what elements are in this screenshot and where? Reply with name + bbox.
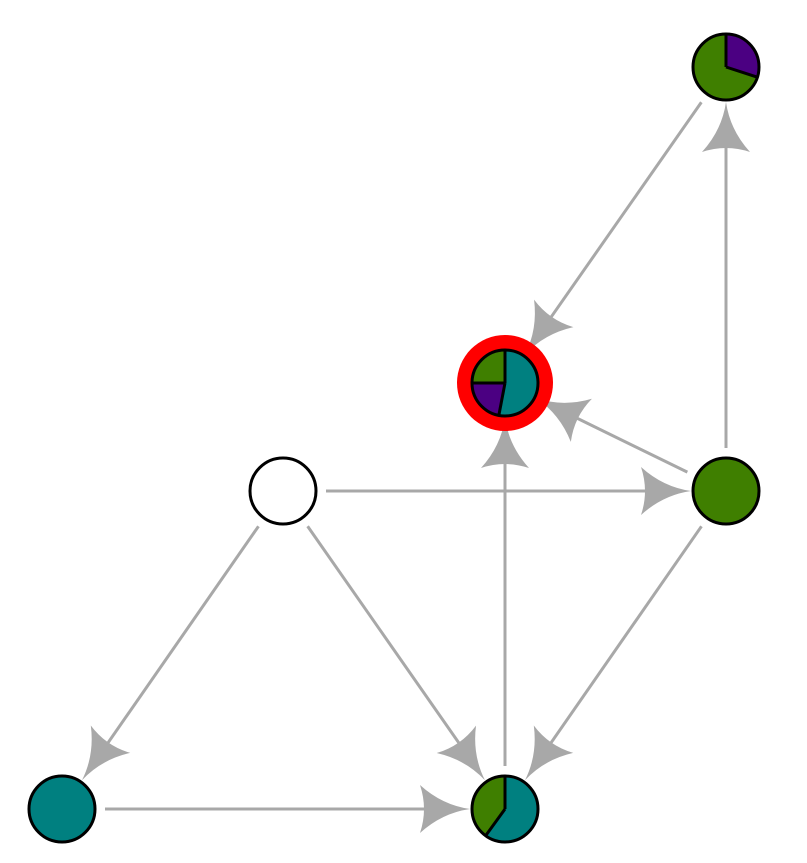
arrowhead bbox=[420, 785, 470, 833]
node-center[interactable] bbox=[457, 335, 553, 431]
arrowhead bbox=[641, 467, 691, 515]
edge-right-middle-to-bottom-center bbox=[524, 525, 703, 781]
arrowhead bbox=[702, 102, 750, 152]
edge-line bbox=[535, 101, 703, 339]
edge-bottom-center-to-center bbox=[481, 418, 529, 766]
node-outline bbox=[470, 774, 540, 844]
node-slice bbox=[27, 774, 97, 844]
node-slice bbox=[498, 350, 539, 416]
arrowhead bbox=[525, 299, 574, 355]
edge-right-middle-to-top-right bbox=[702, 102, 750, 448]
edge-line bbox=[92, 525, 260, 765]
arrowhead bbox=[436, 725, 485, 781]
node-bottom-center[interactable] bbox=[470, 774, 540, 844]
node-slice bbox=[472, 776, 505, 836]
node-slice bbox=[726, 34, 759, 78]
edge-line bbox=[306, 525, 475, 765]
edge-left-middle-to-right-middle bbox=[326, 467, 691, 515]
edge-left-middle-to-bottom-center bbox=[306, 525, 485, 781]
arrowhead bbox=[481, 418, 529, 468]
node-outline bbox=[470, 348, 540, 418]
edges-layer bbox=[81, 101, 750, 833]
edge-right-middle-to-center bbox=[536, 398, 689, 474]
node-slice bbox=[472, 383, 505, 416]
edge-top-right-to-center bbox=[525, 101, 703, 355]
arrowhead bbox=[536, 398, 592, 442]
node-right-middle[interactable] bbox=[691, 456, 761, 526]
node-slice bbox=[691, 456, 761, 526]
arrowhead bbox=[524, 725, 574, 781]
node-slice bbox=[248, 456, 318, 526]
edge-bottom-left-to-bottom-center bbox=[105, 785, 470, 833]
edge-line bbox=[535, 525, 703, 765]
node-left-middle[interactable] bbox=[248, 456, 318, 526]
node-slice bbox=[485, 776, 538, 843]
node-outline bbox=[691, 32, 761, 102]
arrowhead bbox=[81, 725, 131, 781]
slice-divider bbox=[484, 808, 507, 837]
node-bottom-left[interactable] bbox=[27, 774, 97, 844]
slice-divider bbox=[725, 65, 758, 79]
node-top-right[interactable] bbox=[691, 32, 761, 102]
edge-left-middle-to-bottom-left bbox=[81, 525, 260, 781]
slice-divider bbox=[497, 382, 507, 416]
nodes-layer bbox=[27, 32, 761, 844]
node-slice bbox=[472, 350, 505, 383]
